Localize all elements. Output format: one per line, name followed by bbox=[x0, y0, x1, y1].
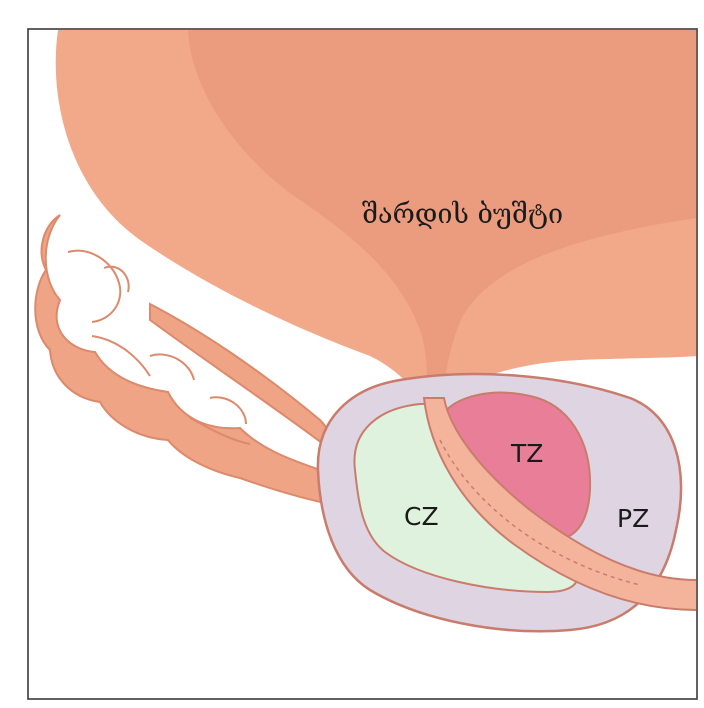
peripheral-zone-label: PZ bbox=[617, 504, 649, 533]
bladder-label: შარდის ბუშტი bbox=[362, 199, 563, 230]
central-zone-label: CZ bbox=[404, 502, 439, 531]
transition-zone-label: TZ bbox=[510, 439, 543, 468]
